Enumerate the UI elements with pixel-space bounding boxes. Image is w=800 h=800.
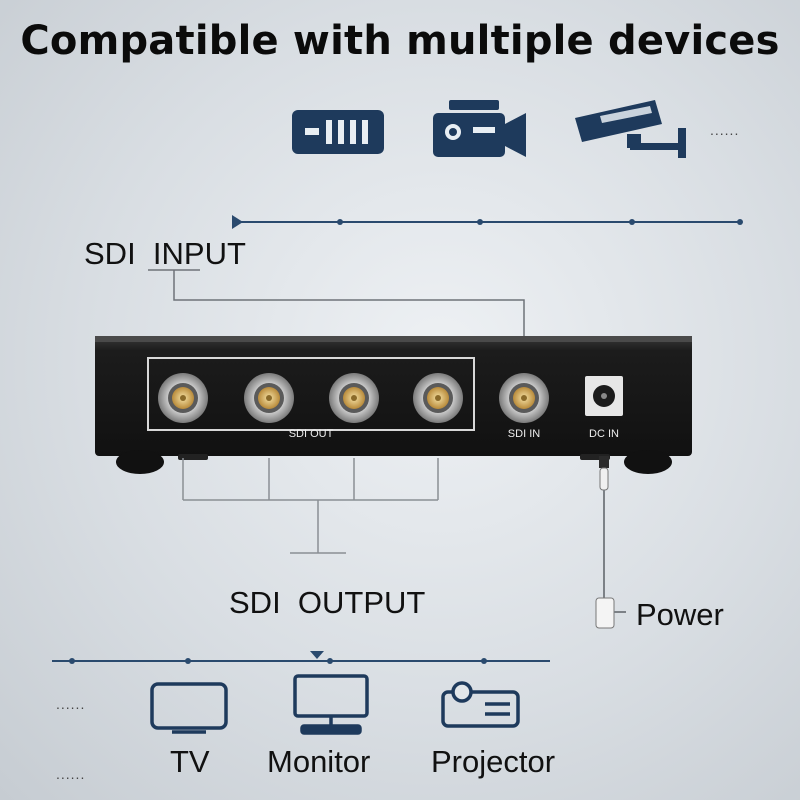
more-outputs-ellipsis: ...... — [56, 696, 86, 712]
dc-in-jack[interactable] — [585, 376, 623, 416]
rubber-foot — [624, 450, 672, 474]
rubber-foot — [116, 450, 164, 474]
output-wires — [182, 458, 439, 554]
bnc-connector-out-1[interactable] — [158, 373, 208, 423]
junction-dot — [629, 219, 635, 225]
camcorder-icon — [433, 100, 526, 157]
junction-dot — [69, 658, 75, 664]
more-outputs-ellipsis: ...... — [56, 766, 86, 782]
output-device-label-tv: TV — [170, 744, 210, 779]
tv-icon — [150, 682, 228, 734]
arrow-icon — [232, 215, 243, 229]
arrow-icon — [310, 651, 324, 659]
sdi-in-label: SDI IN — [508, 428, 540, 440]
junction-dot — [737, 219, 743, 225]
bnc-connector-out-3[interactable] — [329, 373, 379, 423]
output-device-label-projector: Projector — [431, 744, 556, 779]
sdi-splitter-device — [95, 336, 692, 474]
security-camera-icon — [575, 100, 686, 158]
page-title: Compatible with multiple devices — [20, 18, 780, 64]
sdi-input-label: SDI INPUT — [84, 236, 246, 271]
junction-dot — [185, 658, 191, 664]
junction-dot — [327, 658, 333, 664]
power-label: Power — [636, 597, 724, 632]
bnc-connector-in[interactable] — [499, 373, 549, 423]
dc-in-label: DC IN — [589, 428, 619, 440]
bnc-connector-out-4[interactable] — [413, 373, 463, 423]
bnc-connector-out-2[interactable] — [244, 373, 294, 423]
junction-dot — [477, 219, 483, 225]
power-cable — [595, 456, 626, 629]
input-wire — [173, 270, 525, 336]
server-icon — [292, 110, 384, 154]
monitor-icon — [293, 674, 369, 735]
sdi-output-label: SDI OUTPUT — [229, 585, 426, 620]
projector-icon — [441, 681, 520, 728]
output-device-label-monitor: Monitor — [267, 744, 371, 779]
junction-dot — [481, 658, 487, 664]
sdi-out-label: SDI OUT — [289, 428, 334, 440]
more-sources-ellipsis: ...... — [710, 122, 740, 138]
junction-dot — [337, 219, 343, 225]
